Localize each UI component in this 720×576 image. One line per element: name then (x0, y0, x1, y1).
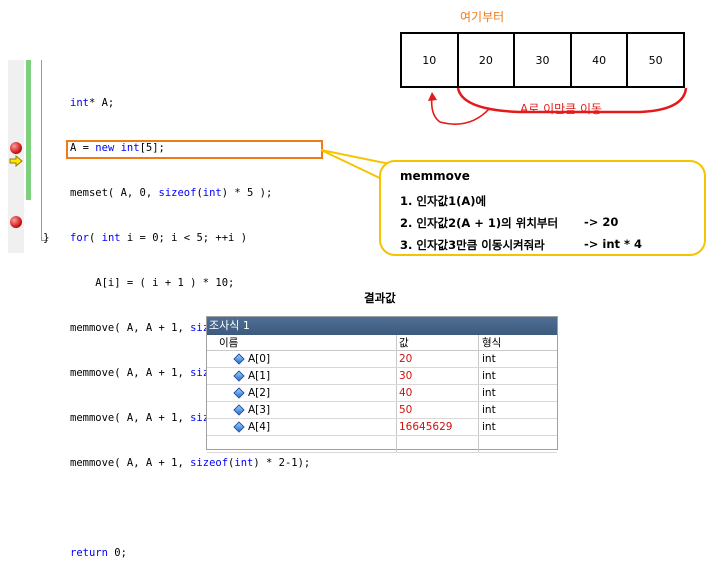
watch-name: A[0] (248, 353, 271, 365)
change-indicator-bar (26, 60, 31, 200)
array-cell: 20 (459, 34, 516, 86)
diagram-title: 여기부터 (460, 10, 505, 24)
code-line: memmove( A, A + 1, sizeof(int) * 2-1); (70, 457, 311, 469)
watch-name: A[3] (248, 404, 271, 416)
watch-type: int (482, 421, 496, 433)
callout-value: -> int * 4 (584, 237, 643, 251)
watch-row[interactable]: A[0] 20 int (207, 351, 557, 368)
move-arrow (430, 95, 491, 125)
watch-name: A[2] (248, 387, 271, 399)
watch-row[interactable]: A[2] 40 int (207, 385, 557, 402)
watch-type: int (482, 387, 496, 399)
breakpoint-icon[interactable] (10, 142, 22, 154)
instruction-pointer-arrow-icon (9, 155, 23, 167)
column-header-type[interactable]: 형식 (482, 337, 502, 349)
code-line: int* A; (70, 97, 115, 109)
callout-value: -> 20 (584, 215, 619, 229)
callout-box (379, 160, 706, 256)
watch-value: 20 (399, 353, 413, 365)
code-line (70, 501, 310, 516)
variable-icon (233, 404, 245, 416)
array-cell: 50 (648, 53, 663, 67)
watch-row[interactable]: A[3] 50 int (207, 402, 557, 419)
watch-window-title[interactable]: 조사식 1 (207, 317, 557, 335)
watch-value: 50 (399, 404, 413, 416)
variable-icon (233, 387, 245, 399)
watch-type: int (482, 353, 496, 365)
code-line: memset( A, 0, sizeof(int) * 5 ); (70, 187, 273, 199)
array-cell: 10 (402, 34, 459, 86)
watch-value: 16645629 (399, 421, 453, 433)
callout-pointer-line (320, 149, 385, 181)
watch-type: int (482, 404, 496, 416)
variable-icon (233, 353, 245, 365)
array-cell: 40 (572, 34, 629, 86)
move-arrowhead (428, 92, 437, 101)
code-line: A = new int[5]; (70, 142, 165, 154)
watch-row-empty[interactable] (207, 436, 557, 453)
column-header-value[interactable]: 값 (397, 335, 479, 350)
watch-name: A[1] (248, 370, 271, 382)
result-title: 결과값 (364, 291, 396, 305)
callout-line: 3. 인자값3만큼 이동시켜줘라 (400, 238, 545, 252)
array-cell: 30 (515, 34, 572, 86)
watch-type: int (482, 370, 496, 382)
watch-row[interactable]: A[1] 30 int (207, 368, 557, 385)
highlight-box (66, 140, 323, 159)
array-diagram: 10 20 30 40 50 (400, 32, 685, 88)
callout-line: 1. 인자값1(A)에 (400, 194, 487, 208)
callout-line: 2. 인자값2(A + 1)의 위치부터 (400, 216, 559, 230)
variable-icon (233, 370, 245, 382)
code-line: A[i] = ( i + 1 ) * 10; (70, 277, 235, 289)
watch-value: 40 (399, 387, 413, 399)
code-line: return 0; (70, 547, 127, 559)
watch-value: 30 (399, 370, 413, 382)
variable-icon (233, 421, 245, 433)
code-line: for( int i = 0; i < 5; ++i ) (70, 232, 248, 244)
outline-fold-end (41, 240, 48, 241)
watch-row[interactable]: A[4] 16645629 int (207, 419, 557, 436)
closing-brace: } (43, 231, 50, 244)
callout-title: memmove (400, 169, 470, 183)
watch-header-row: 이름 값 형식 (207, 335, 557, 351)
breakpoint-icon[interactable] (10, 216, 22, 228)
watch-window: 조사식 1 이름 값 형식 A[0] 20 int A[1] 30 int A[… (206, 316, 558, 453)
outline-fold-line (41, 60, 42, 240)
column-header-name[interactable]: 이름 (207, 335, 397, 350)
move-label: A로 이만큼 이동 (520, 102, 603, 116)
watch-name: A[4] (248, 421, 271, 433)
